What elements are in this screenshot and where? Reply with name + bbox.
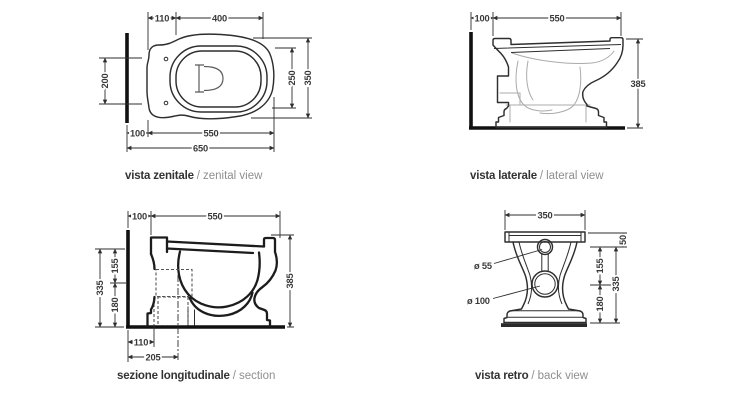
outlet-hole bbox=[531, 270, 559, 298]
leader-line-inlet bbox=[493, 249, 543, 264]
dim-zenital-200: 200 bbox=[100, 74, 110, 89]
toilet-top-outline bbox=[146, 33, 275, 120]
dim-back-180: 180 bbox=[595, 297, 605, 312]
dim-lateral-385: 385 bbox=[631, 79, 646, 89]
caption-lateral-it: vista laterale bbox=[470, 170, 537, 182]
toilet-section-outline bbox=[146, 236, 279, 328]
dim-zenital-110: 110 bbox=[155, 13, 169, 23]
dim-zenital-100: 100 bbox=[130, 129, 145, 139]
hinge-hole-top bbox=[163, 56, 169, 62]
back-dimensions: 350 50 155 180 335 ø 55 ø 100 bbox=[465, 209, 630, 324]
zenital-dimensions: 110 400 250 350 200 100 550 650 bbox=[99, 12, 315, 155]
caption-separator: / bbox=[232, 370, 236, 382]
dim-zenital-350: 350 bbox=[303, 71, 313, 86]
seat-ledge bbox=[504, 231, 586, 243]
caption-back: vista retro/back view bbox=[475, 370, 588, 382]
dim-section-335: 335 bbox=[95, 281, 105, 296]
caption-separator: / bbox=[531, 370, 535, 382]
leader-line-outlet bbox=[492, 285, 541, 299]
lateral-dimensions: 100 550 385 bbox=[470, 12, 647, 129]
water-surface-mark bbox=[195, 64, 224, 93]
dim-back-50: 50 bbox=[618, 235, 628, 245]
section-dimensions: 100 550 385 155 180 335 110 205 bbox=[94, 210, 297, 364]
dim-zenital-400: 400 bbox=[212, 13, 227, 23]
dim-section-155: 155 bbox=[110, 259, 120, 274]
dim-back-155: 155 bbox=[595, 259, 605, 274]
caption-zenital-it: vista zenitale bbox=[125, 170, 194, 182]
seat-ring-outer bbox=[169, 45, 268, 113]
dim-section-205: 205 bbox=[146, 352, 161, 362]
dim-section-110: 110 bbox=[134, 337, 148, 347]
outlet-dashed-box-lower bbox=[157, 296, 189, 327]
toilet-side-outline bbox=[492, 36, 624, 129]
caption-back-en: back view bbox=[537, 370, 589, 382]
caption-section: sezione longitudinale/section bbox=[117, 370, 275, 382]
dim-zenital-550: 550 bbox=[204, 129, 219, 139]
dim-back-350: 350 bbox=[538, 210, 553, 220]
dim-section-385: 385 bbox=[285, 274, 295, 289]
dim-section-550: 550 bbox=[208, 211, 223, 221]
inlet-hole bbox=[536, 238, 554, 256]
caption-section-en: section bbox=[238, 370, 276, 382]
dim-lateral-100: 100 bbox=[475, 13, 490, 23]
dim-zenital-250: 250 bbox=[287, 71, 297, 86]
seat-ring-inner bbox=[175, 50, 262, 108]
caption-separator: / bbox=[539, 170, 544, 182]
caption-zenital: vista zenitale/zenital view bbox=[125, 170, 262, 182]
floor-strip bbox=[501, 323, 587, 327]
dim-zenital-650: 650 bbox=[193, 144, 208, 154]
toilet-back-outline bbox=[501, 231, 587, 327]
dim-back-dia55: ø 55 bbox=[474, 261, 492, 271]
dim-back-335: 335 bbox=[611, 277, 621, 292]
lateral-view-drawing: 100 550 385 bbox=[469, 12, 647, 130]
caption-lateral-en: lateral view bbox=[546, 170, 604, 182]
hinge-hole-bottom bbox=[163, 100, 169, 106]
dim-lateral-550: 550 bbox=[550, 13, 565, 23]
zenital-view-drawing: 110 400 250 350 200 100 550 650 bbox=[99, 12, 315, 155]
caption-zenital-en: zenital view bbox=[203, 170, 263, 182]
dim-section-100: 100 bbox=[132, 211, 147, 221]
caption-section-it: sezione longitudinale bbox=[117, 370, 230, 382]
back-view-drawing: 350 50 155 180 335 ø 55 ø 100 bbox=[465, 209, 630, 327]
caption-back-it: vista retro bbox=[475, 370, 529, 382]
toilet-side-hidden-lines bbox=[499, 50, 615, 123]
dim-section-180: 180 bbox=[110, 298, 120, 313]
caption-separator: / bbox=[196, 170, 200, 182]
section-view-drawing: 100 550 385 155 180 335 110 205 bbox=[94, 210, 297, 364]
dim-back-dia100: ø 100 bbox=[467, 296, 490, 306]
caption-lateral: vista laterale/lateral view bbox=[470, 170, 604, 182]
